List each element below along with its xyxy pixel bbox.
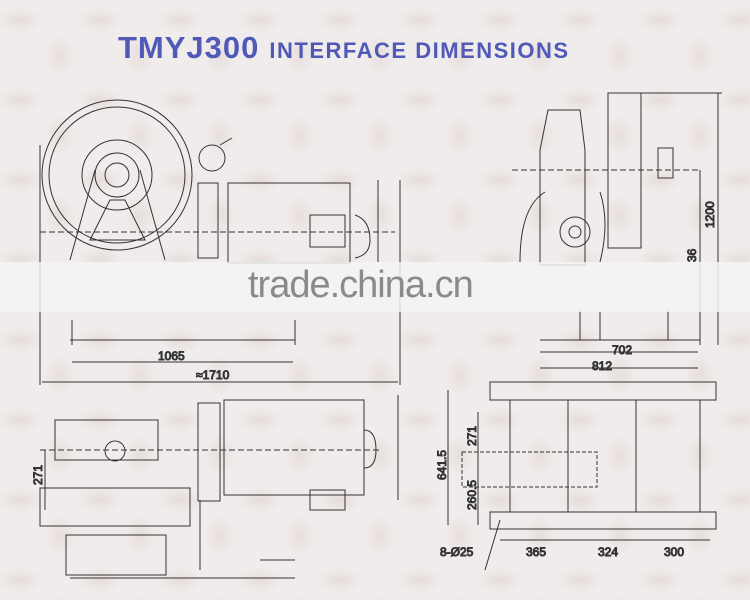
dim-axis-height: 36: [685, 248, 699, 262]
dim-hole-spacing-3: 300: [664, 545, 684, 559]
dim-hole-spacing-1: 365: [526, 545, 546, 559]
top-view: [39, 395, 399, 579]
watermark-band: [0, 262, 750, 312]
title-subtitle: INTERFACE DIMENSIONS: [269, 38, 570, 63]
dim-base-depth: 641.5: [435, 450, 449, 480]
dim-holes: 8-Ø25: [440, 545, 474, 559]
page-title: TMYJ300 INTERFACE DIMENSIONS: [118, 30, 570, 66]
dim-overall-length: ≈1710: [196, 368, 230, 382]
dim-base-length: 1065: [158, 349, 185, 363]
dim-base-lower: 260.5: [465, 480, 479, 510]
dim-top-offset: 271: [31, 465, 45, 485]
dim-side-outer: 812: [592, 359, 612, 373]
side-view: [512, 92, 722, 369]
model-name: TMYJ300: [118, 30, 260, 65]
dim-hole-spacing-2: 324: [598, 545, 618, 559]
base-plan: [447, 381, 717, 571]
dim-base-upper: 271: [465, 426, 479, 446]
dim-side-inner: 702: [612, 343, 632, 357]
front-view: [39, 99, 401, 385]
watermark-text: trade.china.cn: [248, 264, 474, 306]
dim-height: 1200: [703, 201, 717, 228]
